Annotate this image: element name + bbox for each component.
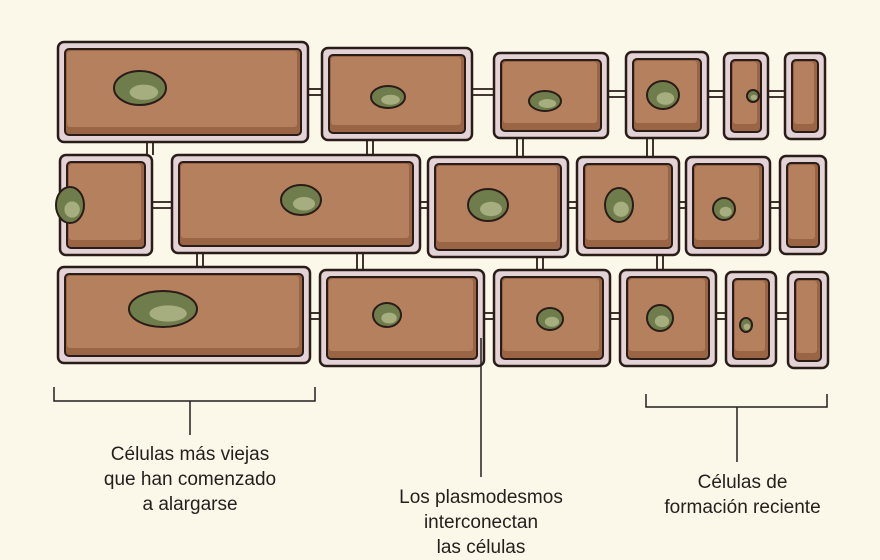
plasmodesma <box>610 313 620 319</box>
older-cells-label-line-2: que han comenzado <box>95 467 285 492</box>
plasmodesma <box>472 89 494 95</box>
cytoplasm <box>67 51 297 127</box>
cell <box>58 267 310 363</box>
cell <box>620 270 716 366</box>
plasmodesma <box>357 253 363 270</box>
plasmodesma <box>708 91 724 97</box>
plasmodesma <box>197 253 203 267</box>
older-cells-label: Células más viejas que han comenzado a a… <box>95 442 285 517</box>
plasmodesma <box>568 202 577 208</box>
plasmodesma <box>768 91 785 97</box>
nucleus-highlight <box>130 85 159 100</box>
nucleus-highlight <box>655 315 669 327</box>
plasmodesma <box>517 138 523 157</box>
plasmodesma <box>647 138 653 157</box>
cell <box>788 272 828 368</box>
plasmodesma <box>716 313 726 319</box>
cell <box>58 42 308 142</box>
cytoplasm <box>735 281 765 351</box>
cytoplasm <box>794 62 814 124</box>
plasmodesmata-label: Los plasmodesmos interconectan las célul… <box>376 485 586 560</box>
new-cells-bracket <box>646 394 827 407</box>
older-cells-label-line-1: Células más viejas <box>95 442 285 467</box>
plasmodesmata-label-line-2: interconectan <box>376 510 586 535</box>
plasmodesma <box>152 202 172 208</box>
plasmodesma <box>776 313 788 319</box>
older-cells-label-line-3: a alargarse <box>95 492 285 517</box>
plasmodesma <box>484 313 494 319</box>
plasmodesmata-label-line-1: Los plasmodesmos <box>376 485 586 510</box>
cell <box>494 270 610 366</box>
plasmodesma <box>367 140 373 155</box>
cell <box>686 157 770 255</box>
plasmodesma <box>147 142 153 155</box>
cell <box>780 156 826 254</box>
cell <box>626 52 708 138</box>
nucleus-highlight <box>149 305 186 321</box>
cell <box>726 272 776 366</box>
nucleus-highlight <box>751 95 758 100</box>
plasmodesma <box>770 202 780 208</box>
nucleus-highlight <box>480 202 502 216</box>
plasmodesma <box>308 89 322 95</box>
nucleus-highlight <box>720 207 732 217</box>
nucleus-highlight <box>657 92 675 105</box>
cell <box>724 53 768 139</box>
new-cells-label-line-2: formación reciente <box>655 495 830 520</box>
older-cells-bracket <box>54 387 315 401</box>
plasmodesma <box>608 91 626 97</box>
nucleus-highlight <box>293 197 315 211</box>
cell <box>577 157 679 255</box>
nucleus-highlight <box>64 201 79 217</box>
new-cells-label-line-1: Células de <box>655 470 830 495</box>
nucleus-highlight <box>545 317 559 327</box>
nucleus-highlight <box>381 95 400 105</box>
cell <box>785 53 825 139</box>
nucleus-highlight <box>744 324 751 330</box>
nucleus-highlight <box>539 99 557 108</box>
cell <box>320 270 484 366</box>
plasmodesma <box>537 257 543 270</box>
nucleus-highlight <box>613 202 628 217</box>
cell <box>172 155 420 253</box>
cell-grid <box>56 42 828 368</box>
plasmodesma <box>657 255 663 270</box>
plasmodesmata-label-line-3: las células <box>376 535 586 560</box>
cell <box>428 157 568 257</box>
cytoplasm <box>797 281 817 353</box>
cytoplasm <box>789 165 815 239</box>
cell <box>322 48 472 140</box>
nucleus-highlight <box>381 313 396 324</box>
cell <box>494 53 608 138</box>
plasmodesma <box>310 313 320 319</box>
cell <box>56 155 152 255</box>
new-cells-label: Células de formación reciente <box>655 470 830 520</box>
